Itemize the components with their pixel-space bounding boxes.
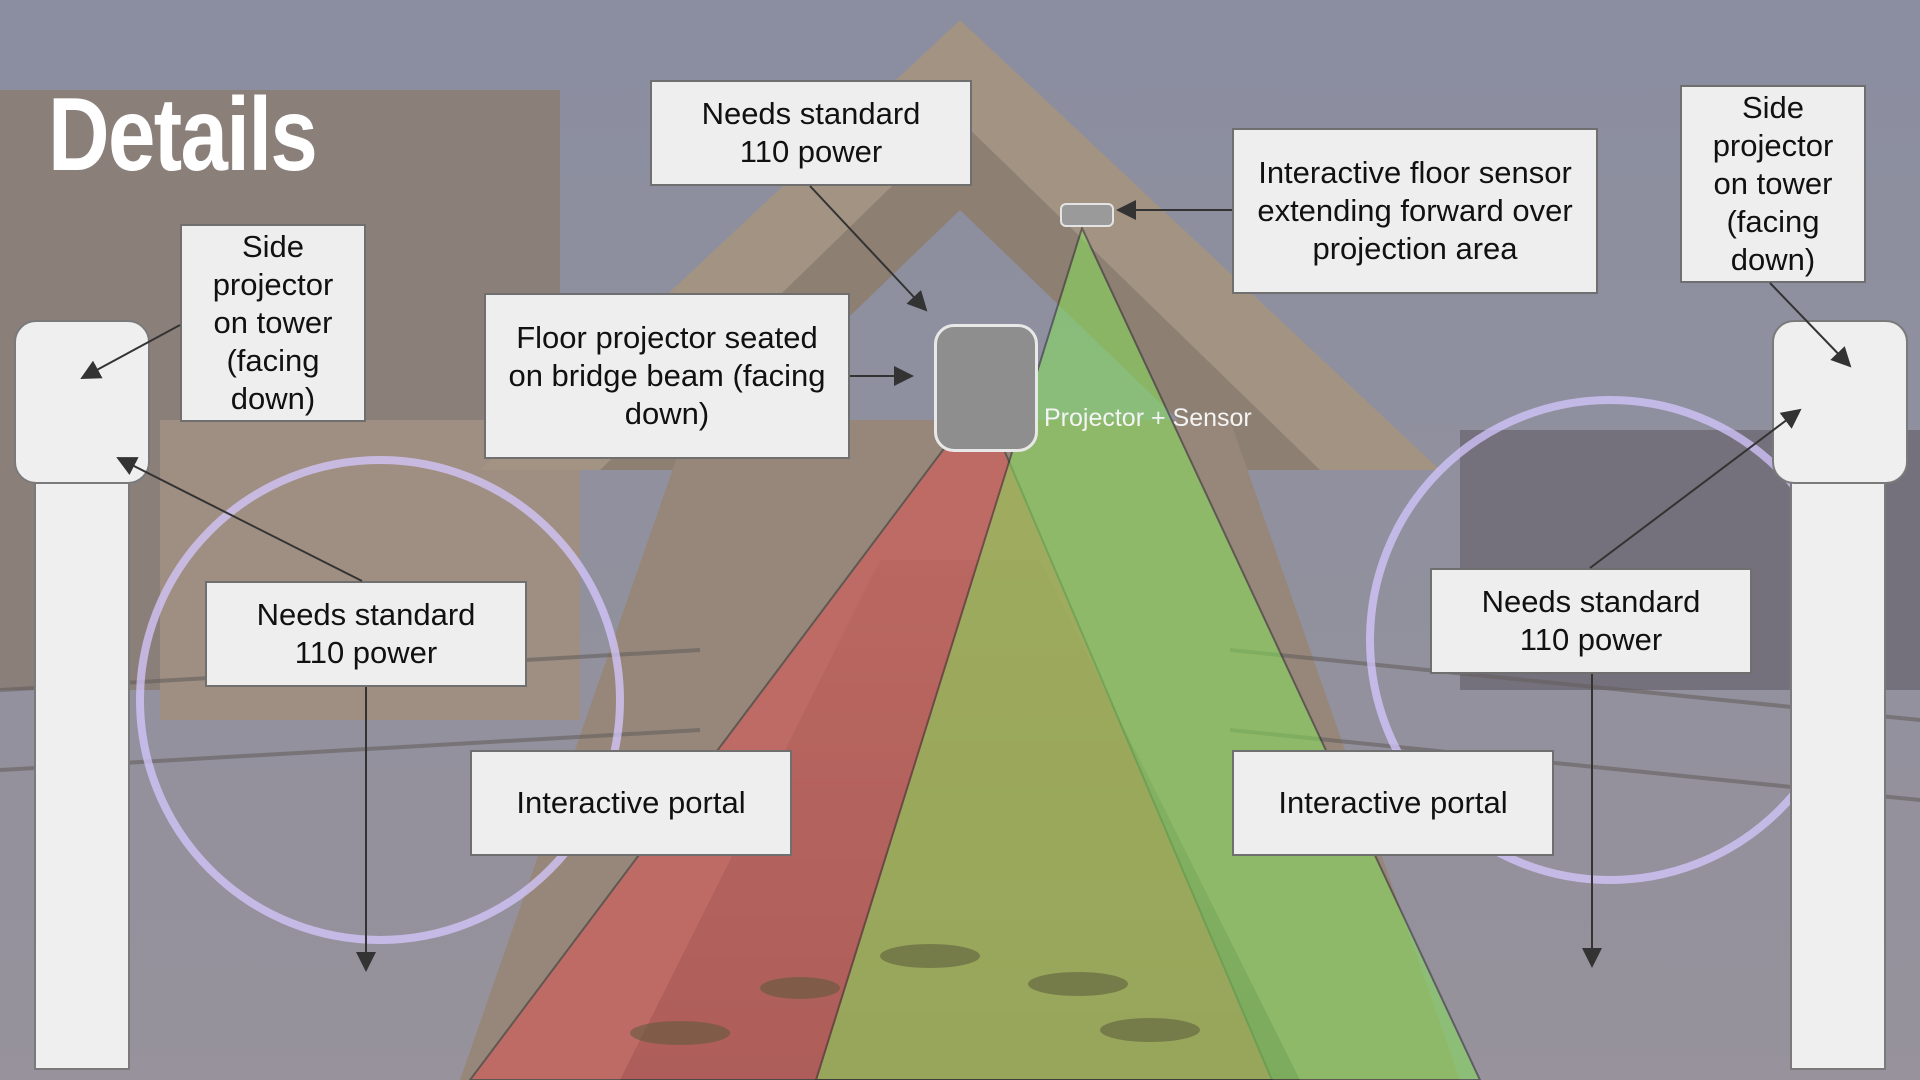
callout-power-left: Needs standard 110 power [205, 581, 527, 687]
callout-side-projector-right: Side projector on tower (facing down) [1680, 85, 1866, 283]
callout-floor-sensor: Interactive floor sensor extending forwa… [1232, 128, 1598, 294]
callout-power-right: Needs standard 110 power [1430, 568, 1752, 674]
left-tower-pole [34, 480, 130, 1070]
floor-projector-device [934, 324, 1038, 452]
right-tower-pole [1790, 480, 1886, 1070]
callout-floor-projector: Floor projector seated on bridge beam (f… [484, 293, 850, 459]
floor-sensor-device [1060, 203, 1114, 227]
floor-spots [630, 944, 1200, 1045]
right-tower-head [1772, 320, 1908, 484]
callout-side-projector-left: Side projector on tower (facing down) [180, 224, 366, 422]
slide-title: Details [48, 77, 318, 193]
callout-portal-left: Interactive portal [470, 750, 792, 856]
left-tower-head [14, 320, 150, 484]
callout-portal-right: Interactive portal [1232, 750, 1554, 856]
callout-power-top: Needs standard 110 power [650, 80, 972, 186]
sensor-coverage-beam [814, 225, 1482, 1080]
projector-sensor-caption: Projector + Sensor [1044, 404, 1252, 432]
